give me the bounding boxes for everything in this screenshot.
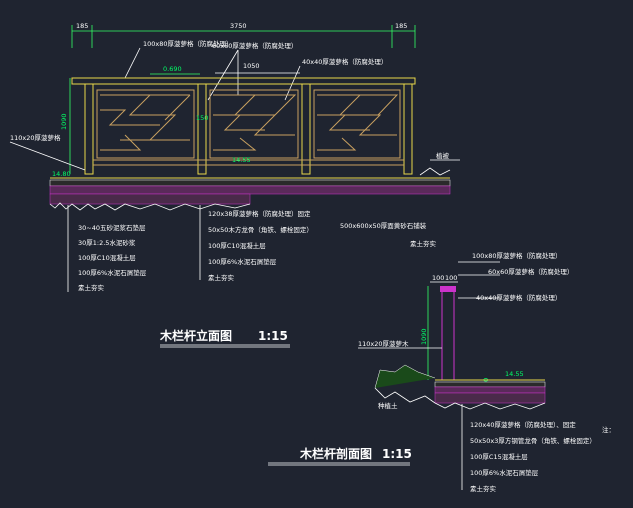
railing-section: 1090 100 100 [420,261,500,381]
section-label-1: 100x80厚菠萝格（防腐处理） [472,251,562,260]
ground-layer-3: 100厚C10混凝土层 [78,253,136,262]
section-ground: 14.55 10 [374,364,546,410]
dim-left: 185 [76,22,88,30]
label-mid-rail: 60x60厚菠萝格（防腐处理） [212,41,297,50]
elevation-scale: 1:15 [258,329,288,343]
label-compacted-soil: 素土夯实 [410,239,437,248]
post-layer-4: 100厚6%水泥石屑垫层 [208,257,277,266]
dim-ground: 14.80 [52,170,71,178]
section-layer-labels: 120x40厚菠萝格（防腐处理）、固定 50x50x3厚方钢管龙骨（角铁、螺栓固… [461,404,596,493]
section-label-3: 40x40厚菠萝格（防腐处理） [476,293,561,302]
section-dim-top: 100 [432,274,444,282]
height-dimension: 1090 [60,78,71,174]
label-vegetation: 植被 [436,151,450,160]
dim-post: 150 [196,114,208,122]
section-layer-2: 50x50x3厚方钢管龙骨（角铁、螺栓固定） [470,436,596,445]
section-title: 木栏杆剖面图 [299,446,372,461]
section-planting: 种植土 [378,401,398,410]
elevation-title: 木栏杆立面图 [159,328,232,343]
railing-elevation [71,77,416,175]
post-layer-2: 50x50木方龙骨（角铁、螺栓固定） [208,225,313,234]
section-layer-1: 120x40厚菠萝格（防腐处理）、固定 [470,420,576,429]
dim-height: 1090 [60,113,68,130]
ground-elevation: 14.80 [49,167,451,211]
ground-layer-1: 30~40五砂泥浆石垫层 [78,223,146,232]
overall-dimension: 185 3750 185 [71,22,416,48]
section-dim-top2: 100 [445,274,457,282]
section-layer-5: 素土夯实 [470,484,497,493]
post-layer-1: 120x38厚菠萝格（防腐处理）固定 [208,209,311,218]
section-layer-4: 100厚6%水泥石屑垫层 [470,468,539,477]
section-dim-level: 14.55 [505,370,524,378]
ground-layer-labels: 30~40五砂泥浆石垫层 30厚1:2.5水泥砂浆 100厚C10混凝土层 10… [67,205,147,292]
label-panel: 40x40厚菠萝格（防腐处理） [302,57,387,66]
dim-spacing: 0.690 [163,65,182,73]
dim-level: 14.55 [232,156,251,164]
section-label-2: 60x60厚菠萝格（防腐处理） [488,267,573,276]
ground-layer-5: 素土夯实 [78,283,105,292]
section-note: 注： [602,425,615,434]
ground-layer-4: 100厚6%水泥石屑垫层 [78,268,147,277]
dim-panel: 1050 [243,62,260,70]
section-scale: 1:15 [382,447,412,461]
post-layer-labels: 120x38厚菠萝格（防腐处理）固定 50x50木方龙骨（角铁、螺栓固定） 10… [199,205,313,282]
post-layer-3: 100厚C10混凝土层 [208,241,266,250]
dim-overall: 3750 [230,22,247,30]
section-layer-3: 100厚C15混凝土层 [470,452,528,461]
section-dim-height: 1090 [420,328,428,345]
post-layer-5: 素土夯实 [208,273,235,282]
ground-layer-2: 30厚1:2.5水泥砂浆 [78,238,136,247]
label-top-rail: 100x80厚菠萝格（防腐处理） [143,39,233,48]
dim-right: 185 [395,22,407,30]
label-paving: 500x600x50厚面黄砂石铺装 [340,221,427,230]
section-label-handrail: 110x20厚菠萝木 [358,339,409,348]
label-handrail: 110x20厚菠萝格 [10,133,61,142]
